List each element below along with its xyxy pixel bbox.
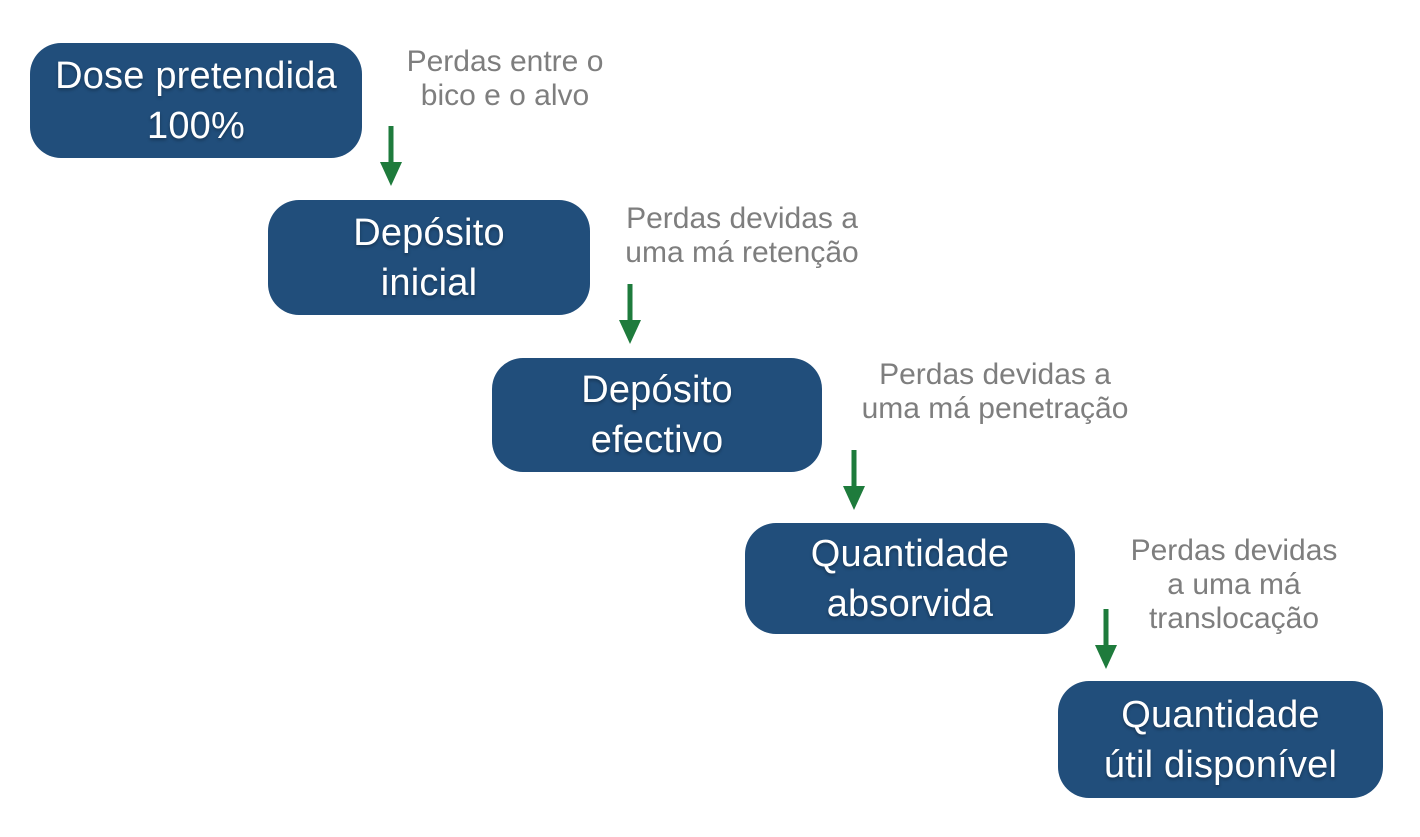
node-line: Quantidade — [1121, 693, 1320, 736]
down-arrow-icon — [842, 450, 866, 510]
down-arrow-icon — [1094, 609, 1118, 669]
loss-label-penetracao: Perdas devidas a uma má penetração — [825, 358, 1165, 426]
node-line: Quantidade — [810, 532, 1010, 575]
label-line: uma má retenção — [625, 236, 859, 269]
node-deposito-inicial: Depósito inicial — [268, 200, 590, 315]
node-quantidade-util-disponivel: Quantidade útil disponível — [1058, 681, 1383, 798]
node-dose-pretendida: Dose pretendida 100% — [30, 43, 362, 158]
label-line: Perdas devidas a — [879, 358, 1111, 391]
node-line: Depósito — [353, 211, 505, 254]
node-line: útil disponível — [1103, 743, 1338, 786]
node-line: inicial — [380, 261, 478, 304]
label-line: a uma má — [1167, 568, 1301, 601]
label-line: bico e o alvo — [420, 79, 590, 112]
node-line: Depósito — [581, 369, 733, 411]
node-line: efectivo — [590, 419, 724, 461]
node-line: absorvida — [826, 582, 994, 625]
label-line: Perdas entre o — [406, 45, 604, 78]
node-deposito-efectivo: Depósito efectivo — [492, 358, 822, 472]
label-line: translocação — [1148, 602, 1320, 635]
loss-label-translocacao: Perdas devidas a uma má translocação — [1094, 534, 1374, 636]
node-quantidade-absorvida: Quantidade absorvida — [745, 523, 1075, 634]
label-line: Perdas devidas — [1130, 534, 1338, 567]
label-line: uma má penetração — [861, 392, 1129, 425]
down-arrow-icon — [379, 126, 403, 186]
loss-label-bico-alvo: Perdas entre o bico e o alvo — [345, 45, 665, 113]
down-arrow-icon — [618, 284, 642, 344]
loss-label-retencao: Perdas devidas a uma má retenção — [582, 202, 902, 270]
node-line: 100% — [147, 104, 245, 147]
node-line: Dose pretendida — [55, 54, 337, 97]
label-line: Perdas devidas a — [626, 202, 858, 235]
